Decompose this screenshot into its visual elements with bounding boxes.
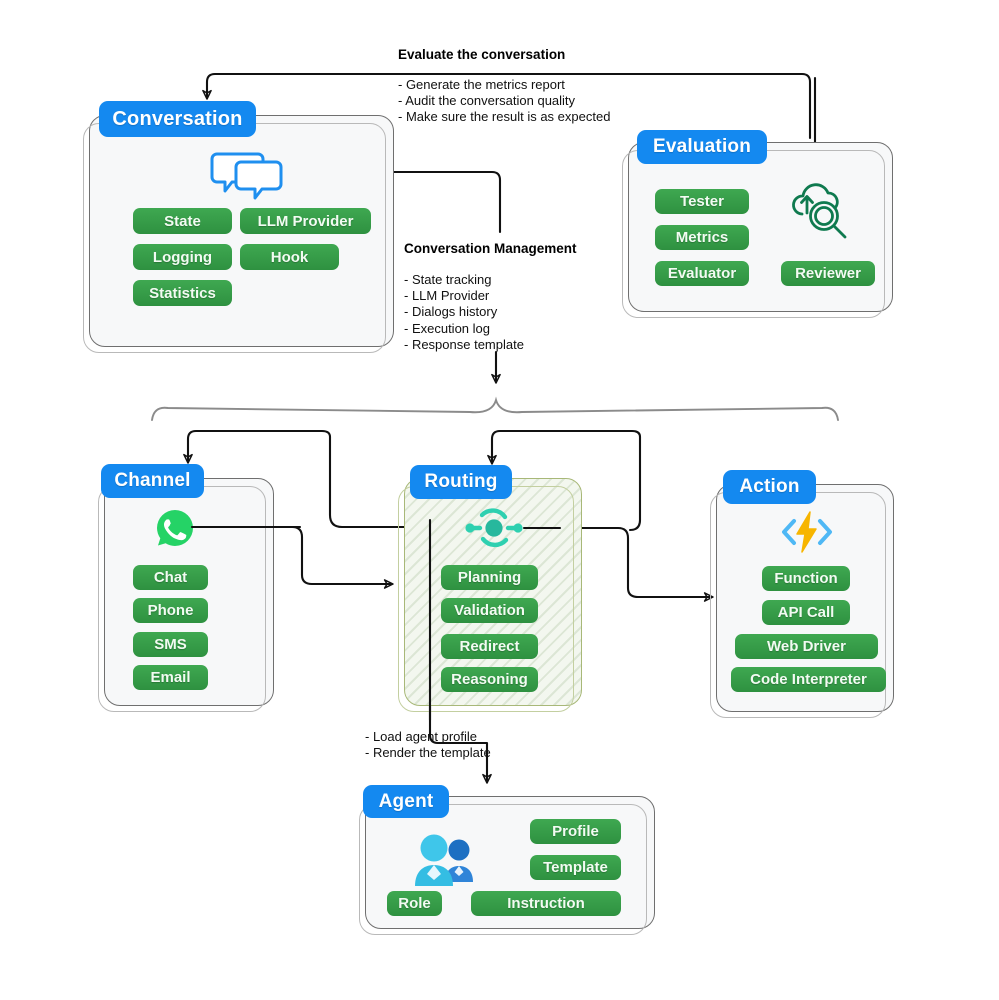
chip-llm-provider[interactable]: LLM Provider	[240, 208, 371, 234]
annotation-evaluate: Evaluate the conversation - Generate the…	[398, 47, 610, 126]
annotation-conversation-management: Conversation Management - State tracking…	[404, 241, 577, 353]
chip-web-driver[interactable]: Web Driver	[735, 634, 878, 659]
whatsapp-icon	[155, 508, 195, 548]
chip-label: Email	[150, 669, 191, 686]
chip-label: Reviewer	[795, 265, 861, 282]
cloud-magnifier-icon	[788, 180, 854, 242]
chip-label: LLM Provider	[257, 212, 354, 230]
chip-state[interactable]: State	[133, 208, 232, 234]
chip-label: Chat	[153, 569, 188, 586]
chip-label: SMS	[154, 636, 187, 653]
evaluation-title-pill[interactable]: Evaluation	[637, 130, 767, 164]
chip-label: Reasoning	[451, 671, 528, 688]
chip-label: API Call	[777, 604, 835, 621]
chip-template[interactable]: Template	[530, 855, 621, 880]
chip-label: Instruction	[507, 895, 585, 912]
evaluation-title: Evaluation	[652, 136, 752, 157]
speech-bubbles-icon	[210, 148, 286, 200]
chip-label: Redirect	[459, 638, 520, 655]
annotation-item: - Response template	[404, 336, 524, 352]
chip-label: Function	[774, 570, 838, 587]
chip-reasoning[interactable]: Reasoning	[441, 667, 538, 692]
chip-function[interactable]: Function	[762, 566, 850, 591]
annotation-evaluate-title: Evaluate the conversation	[398, 47, 566, 62]
chip-redirect[interactable]: Redirect	[441, 634, 538, 659]
chip-label: State	[164, 212, 201, 230]
chip-instruction[interactable]: Instruction	[471, 891, 621, 916]
chip-code-interpreter[interactable]: Code Interpreter	[731, 667, 886, 692]
chip-planning[interactable]: Planning	[441, 565, 538, 590]
routing-title-pill[interactable]: Routing	[410, 465, 512, 499]
annotation-item: - State tracking	[404, 272, 492, 287]
action-title-pill[interactable]: Action	[723, 470, 816, 504]
chip-metrics[interactable]: Metrics	[655, 225, 749, 250]
chip-email[interactable]: Email	[133, 665, 208, 690]
chip-sms[interactable]: SMS	[133, 632, 208, 657]
agent-title-pill[interactable]: Agent	[363, 785, 449, 818]
annotation-cm-list: - State tracking - LLM Provider - Dialog…	[404, 272, 577, 353]
chip-evaluator[interactable]: Evaluator	[655, 261, 749, 286]
annotation-agent-load-list: - Load agent profile - Render the templa…	[365, 729, 491, 761]
chip-label: Statistics	[149, 284, 216, 302]
chip-profile[interactable]: Profile	[530, 819, 621, 844]
chip-label: Logging	[152, 248, 213, 266]
chip-label: Planning	[457, 569, 522, 586]
channel-title-pill[interactable]: Channel	[101, 464, 204, 498]
conversation-title: Conversation	[112, 107, 243, 130]
chip-label: Tester	[680, 193, 724, 210]
annotation-item: - LLM Provider	[404, 288, 490, 304]
agent-title: Agent	[378, 790, 434, 812]
chip-role[interactable]: Role	[387, 891, 442, 916]
channel-title: Channel	[114, 470, 191, 491]
action-title: Action	[739, 476, 800, 497]
chip-hook[interactable]: Hook	[240, 244, 339, 270]
chip-label: Web Driver	[767, 638, 846, 655]
chip-label: Template	[543, 859, 608, 876]
chip-label: Hook	[270, 248, 309, 266]
conversation-title-pill[interactable]: Conversation	[99, 101, 256, 137]
chip-api-call[interactable]: API Call	[762, 600, 850, 625]
chip-validation[interactable]: Validation	[441, 598, 538, 623]
annotation-item: - Load agent profile	[365, 729, 478, 744]
annotation-item: - Dialogs history	[404, 304, 498, 320]
chip-label: Code Interpreter	[750, 671, 867, 688]
chip-chat[interactable]: Chat	[133, 565, 208, 590]
annotation-item: - Audit the conversation quality	[398, 93, 576, 109]
chip-reviewer[interactable]: Reviewer	[781, 261, 875, 286]
annotation-cm-title: Conversation Management	[404, 241, 577, 256]
chip-label: Role	[398, 895, 431, 912]
chip-statistics[interactable]: Statistics	[133, 280, 232, 306]
chip-label: Validation	[454, 602, 525, 619]
chip-label: Evaluator	[667, 265, 737, 282]
chip-phone[interactable]: Phone	[133, 598, 208, 623]
code-lightning-icon	[777, 508, 837, 556]
annotation-item: - Make sure the result is as expected	[398, 109, 611, 125]
chip-label: Phone	[147, 602, 194, 619]
chip-label: Profile	[552, 823, 599, 840]
routing-title: Routing	[424, 471, 498, 492]
annotation-agent-load: - Load agent profile - Render the templa…	[365, 729, 491, 761]
routing-node-icon	[458, 504, 530, 552]
annotation-item: - Render the template	[365, 745, 491, 761]
chip-logging[interactable]: Logging	[133, 244, 232, 270]
annotation-item: - Generate the metrics report	[398, 77, 565, 92]
annotation-evaluate-list: - Generate the metrics report - Audit th…	[398, 77, 610, 126]
annotation-item: - Execution log	[404, 320, 490, 336]
chip-label: Metrics	[675, 229, 729, 246]
people-icon	[410, 830, 478, 892]
chip-tester[interactable]: Tester	[655, 189, 749, 214]
